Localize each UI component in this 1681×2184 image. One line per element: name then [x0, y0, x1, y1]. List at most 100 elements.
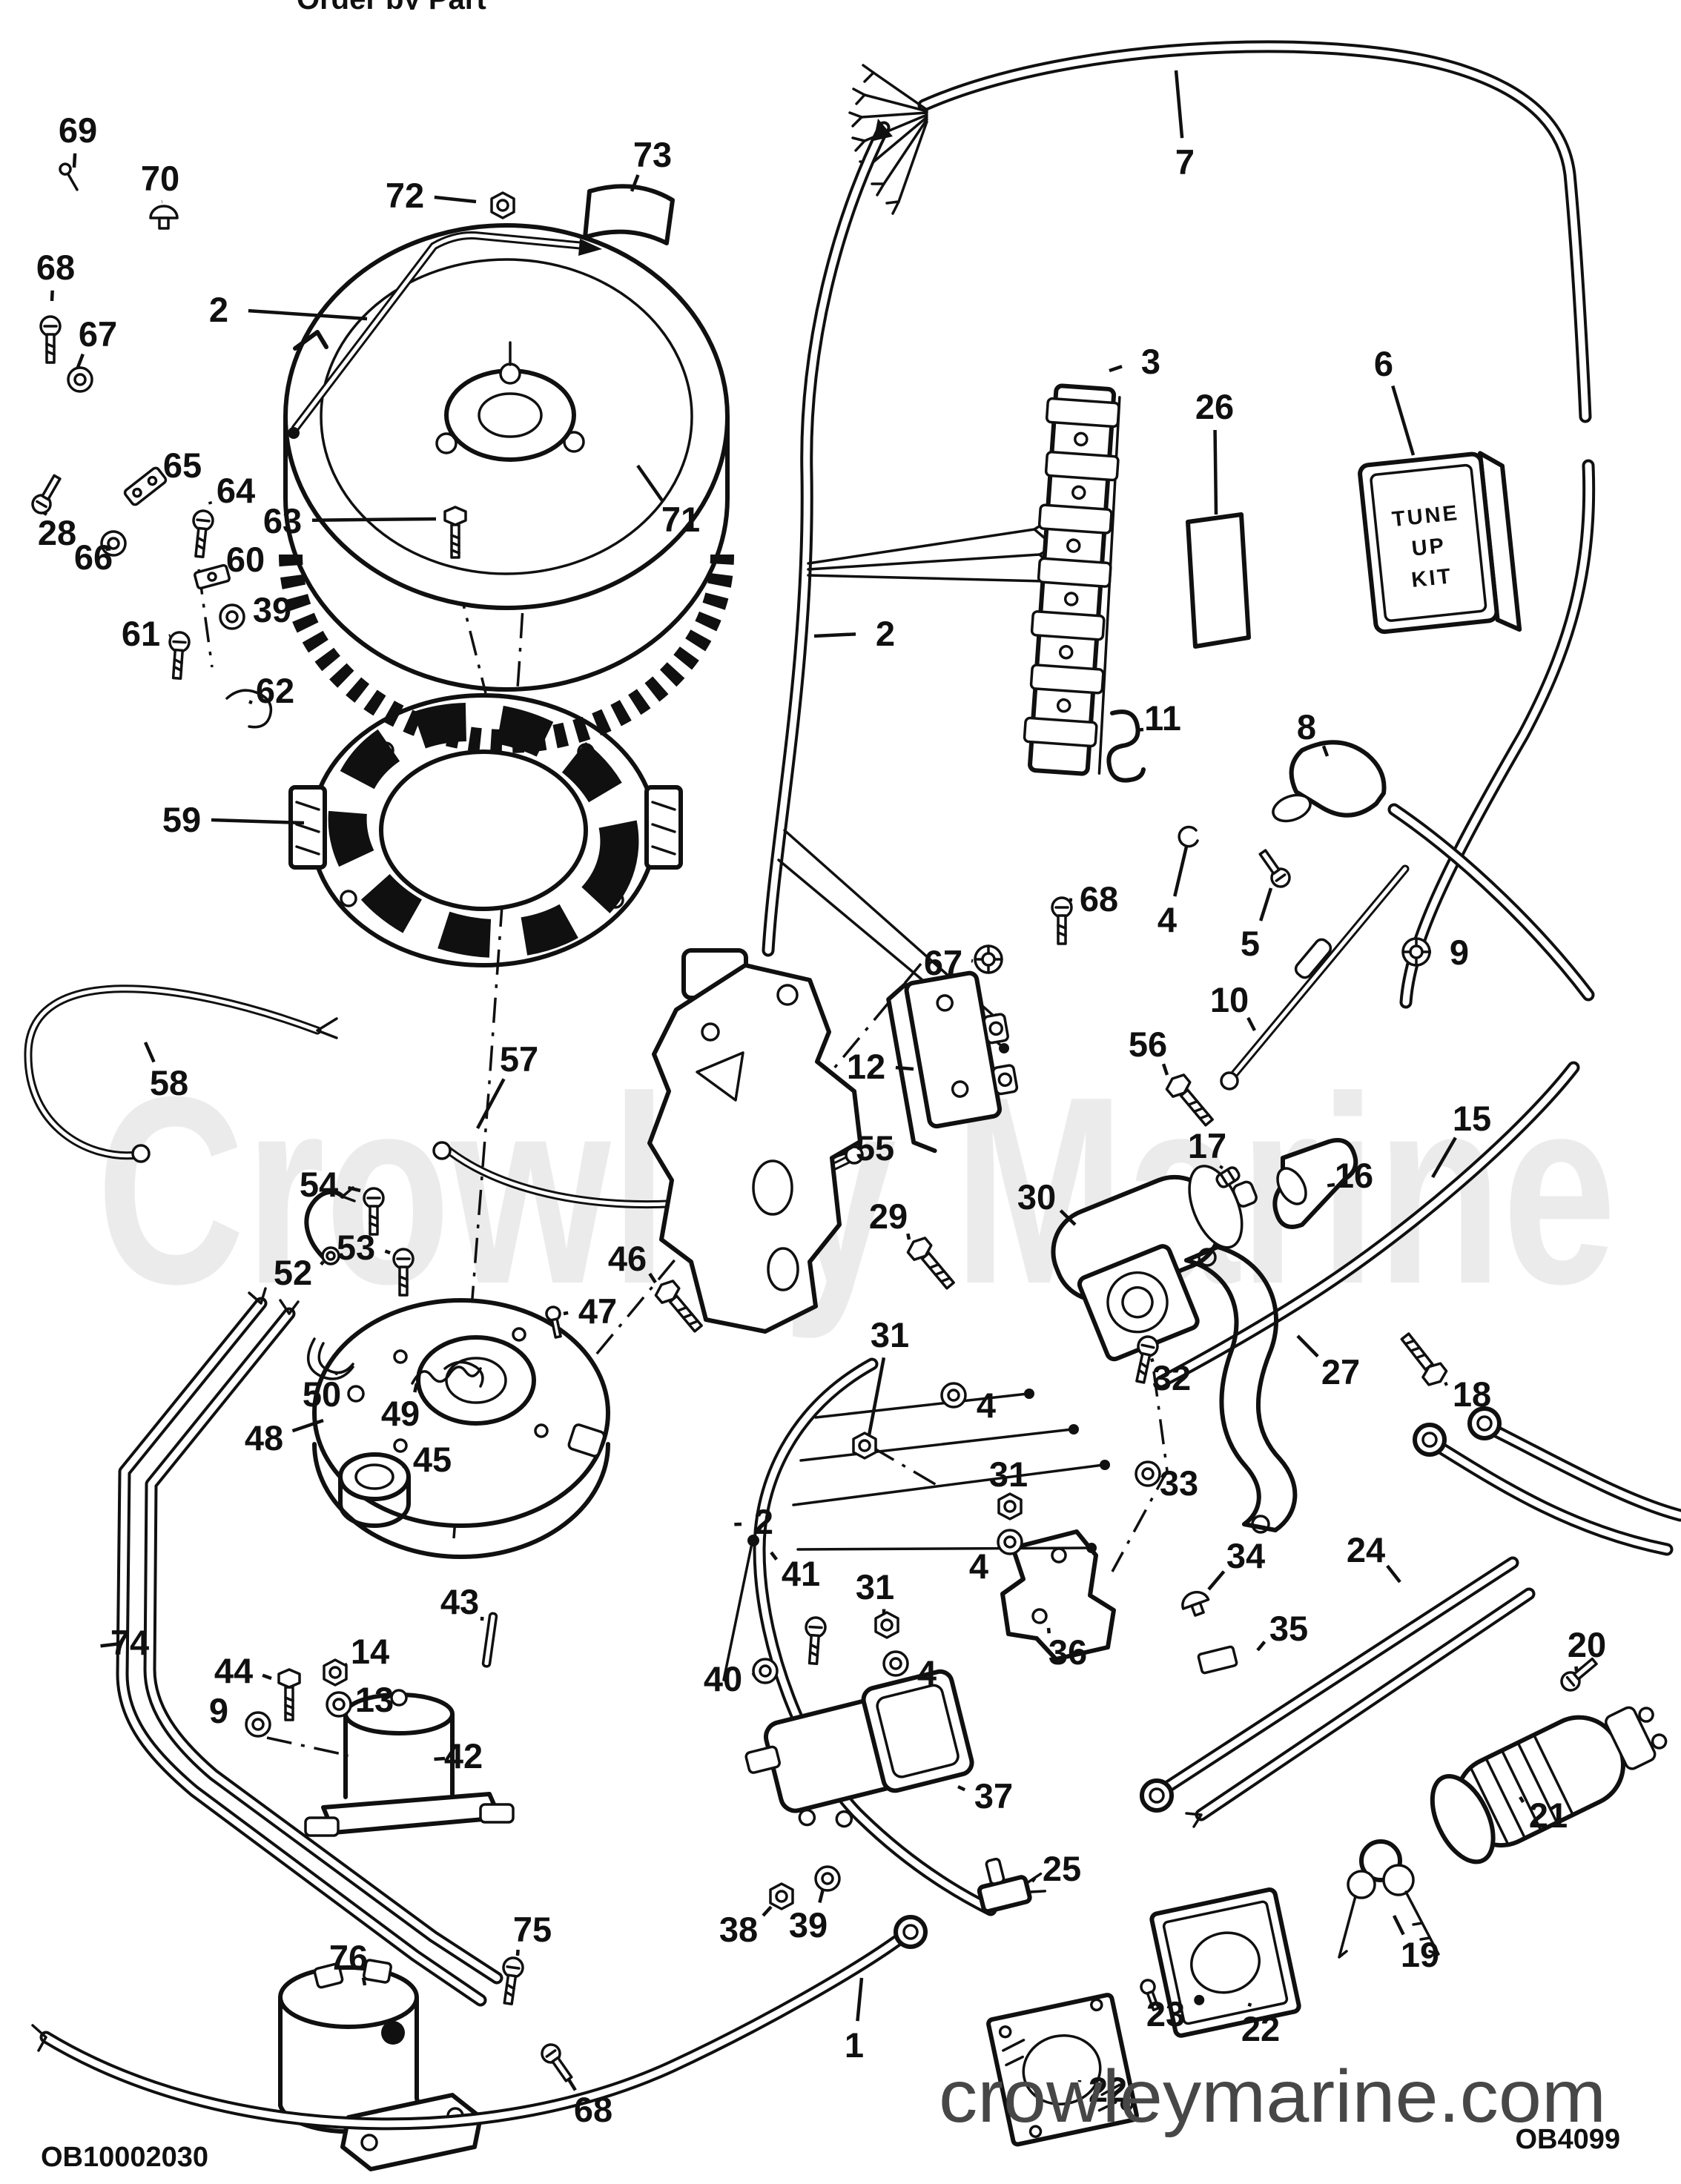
flywheel-notch — [293, 330, 328, 351]
leader-line — [1219, 1165, 1223, 1170]
callout-label-4: 4 — [969, 1546, 988, 1586]
callout-label-54: 54 — [300, 1165, 338, 1204]
wire-15 — [1155, 1061, 1580, 1389]
callout-label-73: 73 — [633, 135, 672, 174]
leader-line — [762, 1905, 773, 1917]
callout-label-36: 36 — [1048, 1632, 1087, 1672]
callout-label-3: 3 — [1141, 342, 1160, 381]
diagram-code-left: OB10002030 — [41, 2142, 208, 2173]
callout-label-31: 31 — [871, 1315, 909, 1354]
leader-line — [361, 1977, 367, 1986]
callout-label-75: 75 — [513, 1910, 552, 1949]
callout-label-1: 1 — [845, 2025, 864, 2065]
part-glyph-starwasher — [974, 944, 1003, 974]
callout-label-35: 35 — [1269, 1609, 1308, 1648]
clip-11 — [1106, 709, 1146, 783]
leader-line — [347, 1185, 361, 1193]
callout-label-39: 39 — [789, 1905, 828, 1945]
stator — [288, 693, 748, 1000]
callout-label-40: 40 — [704, 1659, 742, 1698]
flywheel-hub-bore — [478, 392, 543, 438]
leader-line — [1247, 2002, 1252, 2008]
part-glyph-screwv — [188, 508, 216, 559]
callout-label-67: 67 — [79, 314, 117, 354]
leader-line — [1046, 1627, 1051, 1634]
callout-label-9: 9 — [209, 1691, 228, 1730]
callout-label-19: 19 — [1401, 1935, 1439, 1974]
tune-up-kit-box: TUNE UP KIT — [1358, 451, 1522, 635]
wire-41 — [722, 1535, 828, 1681]
callout-label-33: 33 — [1160, 1463, 1198, 1503]
wire-10 — [1220, 864, 1410, 1091]
spring-49 — [411, 1366, 482, 1385]
callout-label-29: 29 — [869, 1197, 908, 1236]
callout-label-37: 37 — [974, 1776, 1013, 1816]
leader-line — [1161, 1063, 1169, 1076]
terminal-25 — [977, 1857, 1047, 1914]
callout-label-25: 25 — [1043, 1849, 1081, 1888]
leader-line — [248, 700, 253, 705]
part-glyph-nut — [874, 1611, 899, 1639]
solenoid-37 — [744, 1669, 974, 1828]
stator-inner — [379, 749, 588, 911]
leader-line — [1259, 887, 1273, 921]
wire-52 — [304, 1186, 356, 1265]
leader-line — [1059, 1209, 1077, 1226]
leader-line — [100, 1641, 122, 1648]
callout-label-2: 2 — [876, 614, 895, 653]
cropped-header-text: Order by Part — [297, 0, 486, 16]
callout-label-13: 13 — [355, 1680, 394, 1719]
callout-label-28: 28 — [38, 513, 76, 552]
diagram-code-right: OB4099 — [1515, 2124, 1620, 2155]
solenoid-42 — [304, 1689, 515, 1837]
callout-label-31: 31 — [856, 1567, 894, 1606]
flywheel — [279, 223, 734, 753]
part-glyph-washer — [882, 1650, 909, 1677]
decal-35 — [1197, 1645, 1238, 1675]
leader-line — [648, 1272, 657, 1284]
callout-label-47: 47 — [578, 1291, 617, 1331]
callout-label-32: 32 — [1152, 1358, 1191, 1397]
callout-label-4: 4 — [977, 1386, 996, 1425]
part-glyph-nut — [852, 1432, 877, 1460]
leader-line — [143, 1042, 156, 1063]
callout-label-18: 18 — [1453, 1374, 1491, 1414]
callout-label-68: 68 — [36, 248, 75, 287]
part-glyph-screwd — [1254, 845, 1295, 892]
lead-bundle-2-right — [762, 119, 1057, 1053]
part-glyph-starwasher — [1401, 937, 1431, 967]
timer-base-48 — [312, 1298, 610, 1559]
solenoid42-dash — [266, 1736, 349, 1757]
leader-line — [1173, 846, 1189, 897]
callout-label-4: 4 — [917, 1653, 937, 1692]
callout-label-48: 48 — [245, 1418, 283, 1457]
callout-label-4: 4 — [1157, 900, 1177, 939]
stator-coils — [328, 702, 639, 959]
callout-label-2: 2 — [754, 1502, 773, 1541]
callout-label-70: 70 — [141, 159, 179, 198]
callout-label-16: 16 — [1335, 1156, 1373, 1195]
kit-line-2: UP — [1410, 534, 1447, 561]
leader-line — [50, 290, 54, 302]
thermal-switch-76 — [278, 1959, 483, 2171]
callout-label-58: 58 — [150, 1063, 188, 1102]
callout-label-41: 41 — [782, 1554, 820, 1593]
part-glyph-washer — [940, 1382, 967, 1409]
ignition-coil-30 — [1051, 1165, 1258, 1362]
leader-line — [1256, 1641, 1266, 1652]
flywheel-stud — [499, 363, 521, 385]
callout-label-52: 52 — [274, 1253, 312, 1292]
part-glyph-nut — [997, 1492, 1023, 1520]
leader-line — [563, 1311, 569, 1316]
bracket-55 — [647, 963, 862, 1334]
callout-label-69: 69 — [59, 110, 97, 150]
callout-label-76: 76 — [329, 1938, 368, 1977]
leader-line — [320, 1260, 325, 1266]
leader-line — [291, 1418, 324, 1433]
leader-line — [248, 308, 368, 321]
boot-16 — [1272, 1138, 1358, 1229]
callout-label-30: 30 — [1017, 1177, 1056, 1217]
leader-line — [262, 1673, 272, 1681]
callout-label-12: 12 — [847, 1047, 885, 1086]
part-glyph-pin — [56, 160, 83, 194]
